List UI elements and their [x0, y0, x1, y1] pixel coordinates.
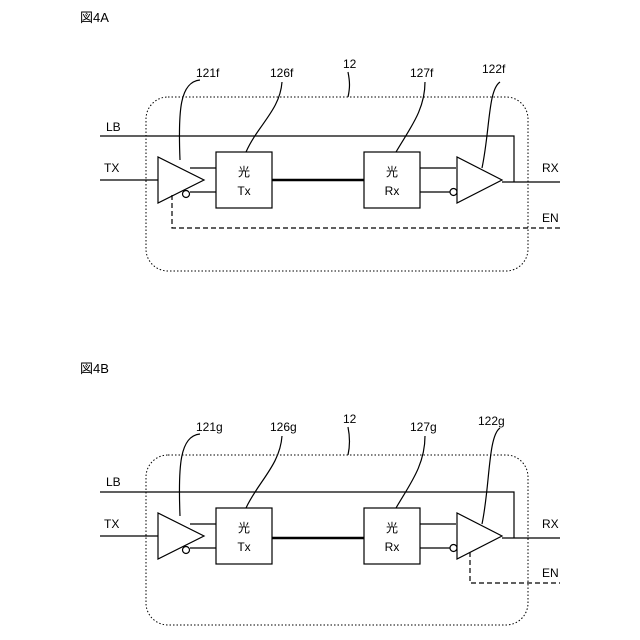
optical-tx-box — [216, 508, 272, 564]
optical-rx-line2: Rx — [385, 540, 400, 554]
en-signal-label: EN — [542, 566, 559, 580]
amp-tx-ref-label: 121g — [196, 420, 223, 434]
figure-title: 図4A — [80, 10, 109, 25]
amp-tx-leader — [179, 80, 200, 160]
optical-rx-line1: 光 — [386, 521, 398, 535]
optical-rx-line1: 光 — [386, 165, 398, 179]
opt-rx-ref-label: 127f — [410, 66, 434, 80]
tx-amp-enable-bubble — [183, 547, 190, 554]
amp-tx-leader — [179, 434, 200, 516]
optical-tx-line1: 光 — [238, 521, 250, 535]
rx-amplifier — [457, 513, 502, 559]
opt-rx-leader — [396, 82, 425, 152]
amp-rx-leader — [482, 82, 500, 168]
optical-tx-line2: Tx — [237, 540, 250, 554]
tx-signal-label: TX — [104, 161, 119, 175]
lb-signal-label: LB — [106, 120, 121, 134]
figure-4a: 図4A LB TX 光 Tx 光 Rx RX — [80, 10, 560, 271]
tx-amplifier — [158, 513, 204, 559]
opt-rx-ref-label: 127g — [410, 420, 437, 434]
amp-rx-ref-label: 122f — [482, 62, 506, 76]
optical-tx-line1: 光 — [238, 165, 250, 179]
optical-rx-box — [364, 152, 420, 208]
module-leader — [348, 72, 350, 97]
opt-tx-leader — [246, 82, 282, 152]
opt-tx-ref-label: 126g — [270, 420, 297, 434]
optical-tx-line2: Tx — [237, 184, 250, 198]
amp-rx-leader — [482, 428, 500, 524]
opt-tx-leader — [246, 436, 282, 508]
rx-signal-label: RX — [542, 161, 559, 175]
amp-rx-ref-label: 122g — [478, 414, 505, 428]
tx-signal-label: TX — [104, 517, 119, 531]
rx-amp-enable-bubble — [450, 189, 457, 196]
optical-rx-line2: Rx — [385, 184, 400, 198]
optical-tx-box — [216, 152, 272, 208]
tx-amplifier — [158, 157, 204, 203]
opt-tx-ref-label: 126f — [270, 66, 294, 80]
opt-rx-leader — [396, 436, 425, 508]
amp-tx-ref-label: 121f — [196, 66, 220, 80]
figure-4b: 図4B LB TX 光 Tx 光 Rx RX EN 121g 126g 12 — [80, 361, 560, 625]
module-ref-label: 12 — [343, 412, 357, 426]
lb-signal-label: LB — [106, 475, 121, 489]
module-leader — [348, 427, 350, 455]
tx-amp-enable-bubble — [183, 191, 190, 198]
module-ref-label: 12 — [343, 57, 357, 71]
rx-amplifier — [457, 157, 502, 203]
rx-signal-label: RX — [542, 517, 559, 531]
figure-title: 図4B — [80, 361, 109, 376]
rx-amp-enable-bubble — [450, 545, 457, 552]
optical-rx-box — [364, 508, 420, 564]
en-signal-label: EN — [542, 211, 559, 225]
